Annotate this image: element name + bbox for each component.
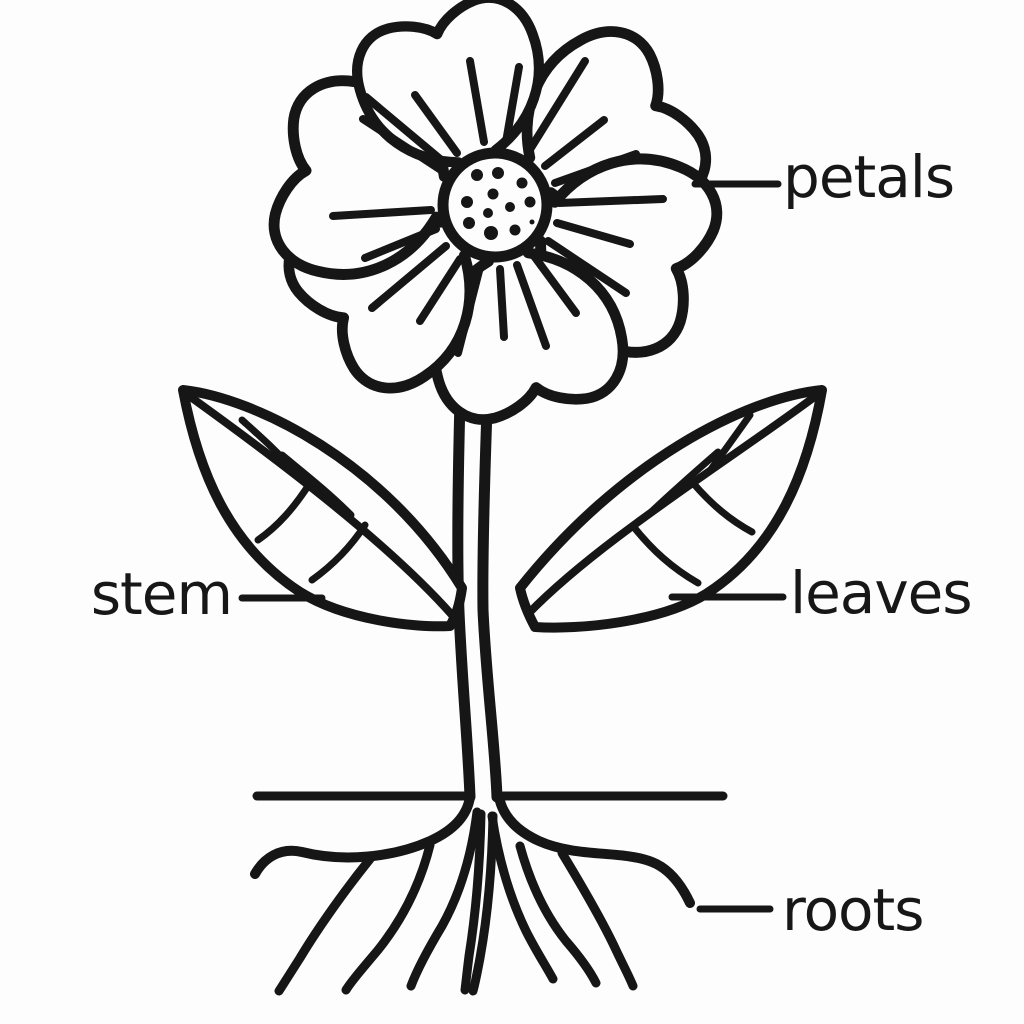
label-leaves: leaves xyxy=(668,559,973,627)
leaf-left xyxy=(178,385,467,632)
stamen-lines xyxy=(329,57,667,357)
petal-top xyxy=(352,0,545,168)
leaf-left-veins xyxy=(238,416,369,584)
flower-center-dots xyxy=(461,167,536,240)
roots-label: roots xyxy=(782,876,924,944)
leaf-right xyxy=(515,385,827,633)
leaves-label: leaves xyxy=(790,559,972,627)
label-stem: stem xyxy=(91,560,326,628)
petals-label: petals xyxy=(783,143,954,211)
flower-head xyxy=(268,0,723,425)
leaf-left-blade xyxy=(178,385,467,632)
label-roots: roots xyxy=(696,876,925,944)
roots-drawing xyxy=(250,792,695,996)
label-petals: petals xyxy=(691,143,955,211)
stem-label: stem xyxy=(91,560,232,628)
leaf-left-midrib xyxy=(188,394,456,619)
leaf-right-veins xyxy=(629,411,756,587)
